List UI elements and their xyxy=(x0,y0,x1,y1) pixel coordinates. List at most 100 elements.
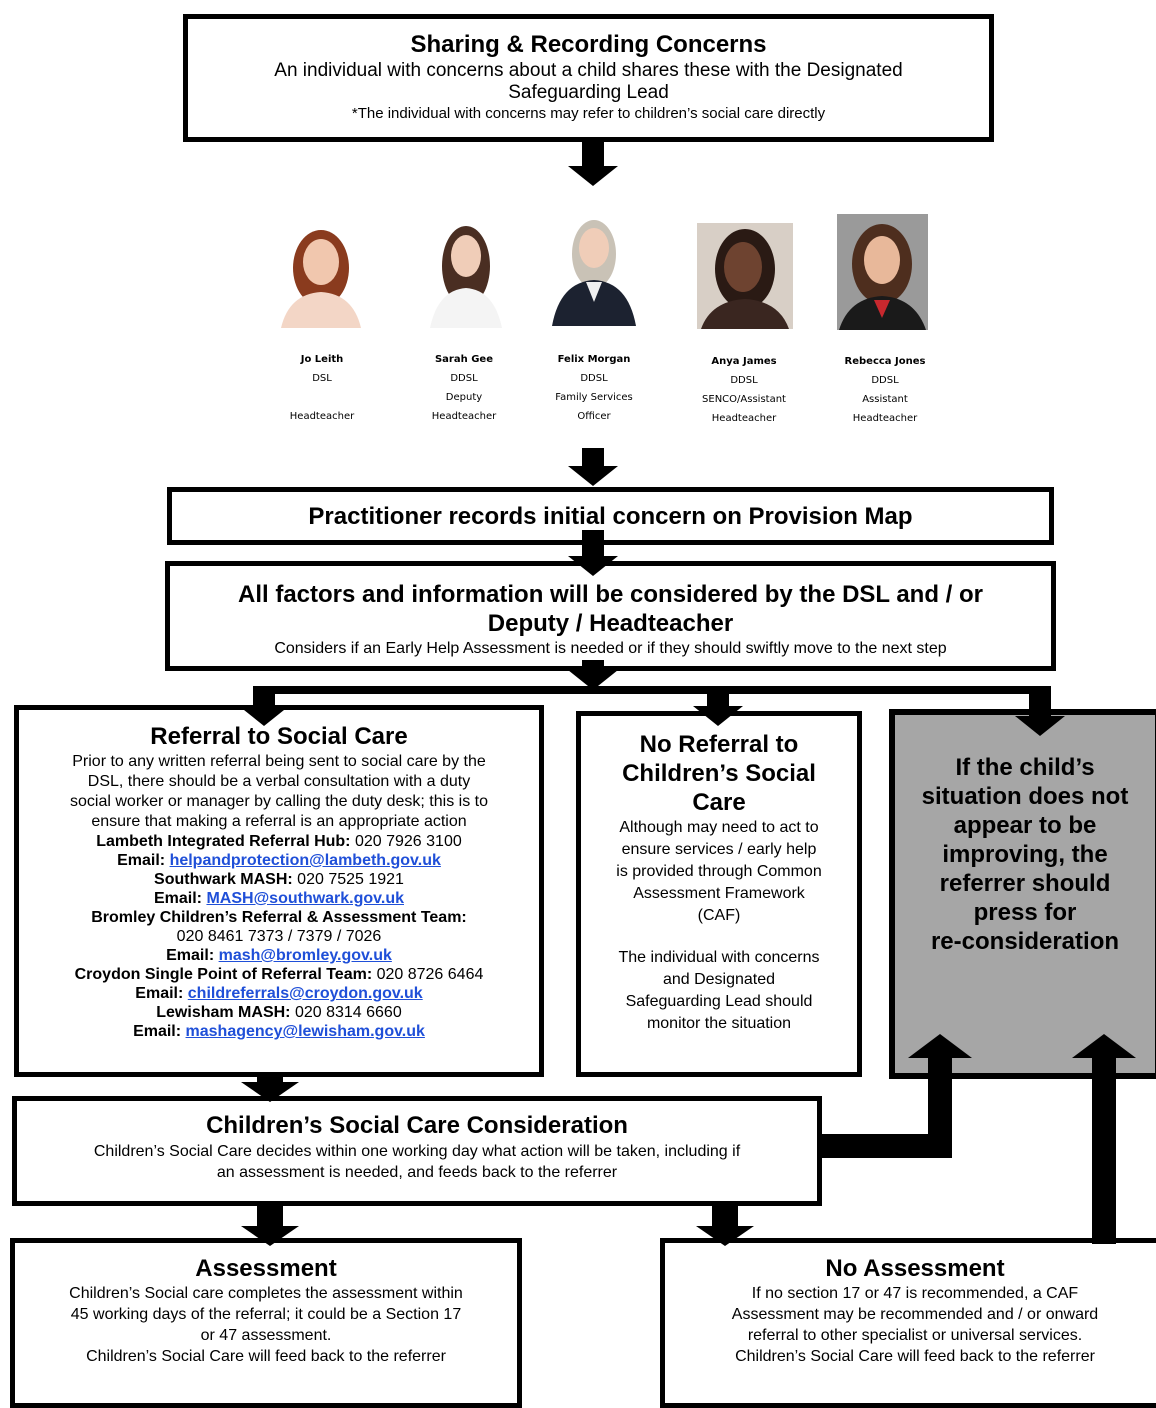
lewisham-phone: 020 8314 6660 xyxy=(294,1004,402,1021)
no-assessment-title: No Assessment xyxy=(825,1255,1005,1282)
lambeth-email-line: Email: helpandprotection@lambeth.gov.uk xyxy=(19,851,539,870)
referral-para: social worker or manager by calling the … xyxy=(70,793,488,810)
no-referral-title: Children’s Social xyxy=(622,760,816,787)
sharing-recording-box: Sharing & Recording Concerns An individu… xyxy=(183,14,994,142)
lambeth-phone: 020 7926 3100 xyxy=(354,833,462,850)
staff-role: DDSL xyxy=(730,375,758,386)
staff-role-detail: SENCO/Assistant xyxy=(702,394,786,405)
staff-role: DDSL xyxy=(871,375,899,386)
southwark-email-line: Email: MASH@southwark.gov.uk xyxy=(19,889,539,908)
dsl-consider-box: All factors and information will be cons… xyxy=(165,561,1056,671)
csc-title: Children’s Social Care Consideration xyxy=(206,1112,628,1139)
staff-name: Jo Leith xyxy=(300,354,344,365)
staff-name: Sarah Gee xyxy=(434,354,493,365)
sharing-title: Sharing & Recording Concerns xyxy=(410,31,767,58)
record-title: Practitioner records initial concern on … xyxy=(308,503,913,530)
staff-photo-5 xyxy=(837,214,928,330)
no-assessment-text: Assessment may be recommended and / or o… xyxy=(731,1306,1099,1323)
arrow-down-3 xyxy=(568,530,618,576)
staff-role-detail: Headteacher xyxy=(711,413,777,424)
staff-name: Felix Morgan xyxy=(557,354,631,365)
no-referral-text: is provided through Common xyxy=(616,863,822,880)
no-referral-title: Care xyxy=(692,789,746,816)
email-label: Email: xyxy=(133,1023,182,1040)
assessment-text: Children’s Social care completes the ass… xyxy=(69,1285,463,1302)
arrow-down-2 xyxy=(568,448,618,486)
reconsider-text: improving, the xyxy=(942,841,1108,868)
arrow-down-4 xyxy=(568,660,618,690)
reconsider-text: If the child’s xyxy=(955,754,1095,781)
email-label: Email: xyxy=(153,890,202,907)
no-referral-monitor: and Designated xyxy=(662,971,776,988)
croydon-phone: 020 8726 6464 xyxy=(376,966,484,983)
southwark-email-link[interactable]: MASH@southwark.gov.uk xyxy=(206,890,404,907)
email-label: Email: xyxy=(117,852,166,869)
staff-role-detail: Officer xyxy=(577,411,611,422)
staff-role-detail: Deputy xyxy=(445,392,483,403)
croydon-email-link[interactable]: childreferrals@croydon.gov.uk xyxy=(187,985,423,1002)
lambeth-contact: Lambeth Integrated Referral Hub: 020 792… xyxy=(19,832,539,851)
staff-role-detail: Family Services xyxy=(555,392,633,403)
assessment-text: Children’s Social Care will feed back to… xyxy=(86,1348,446,1365)
reconsider-box: If the child’s situation does not appear… xyxy=(889,709,1156,1079)
arrow-drop-noreferral xyxy=(693,686,743,726)
no-referral-monitor: monitor the situation xyxy=(646,1015,792,1032)
bromley-email-link[interactable]: mash@bromley.gov.uk xyxy=(218,947,392,964)
bromley-label: Bromley Children’s Referral & Assessment… xyxy=(91,909,467,926)
no-referral-text: (CAF) xyxy=(697,907,741,924)
croydon-email-line: Email: childreferrals@croydon.gov.uk xyxy=(19,984,539,1003)
sharing-note: *The individual with concerns may refer … xyxy=(351,105,826,122)
referral-para: ensure that making a referral is an appr… xyxy=(91,813,467,830)
no-referral-box: No Referral to Children’s Social Care Al… xyxy=(576,711,862,1077)
no-referral-monitor: The individual with concerns xyxy=(618,949,820,966)
reconsider-text: re-consideration xyxy=(930,928,1120,955)
reconsider-text: press for xyxy=(973,899,1077,926)
staff-role-detail: Headteacher xyxy=(431,411,497,422)
no-assessment-text: referral to other specialist or universa… xyxy=(747,1327,1083,1344)
staff-role: DDSL xyxy=(580,373,608,384)
staff-caption-3: Felix Morgan DDSL Family Services Office… xyxy=(532,350,656,426)
no-referral-text: ensure services / early help xyxy=(621,841,817,858)
no-referral-title: No Referral to xyxy=(639,731,799,758)
record-concern-box: Practitioner records initial concern on … xyxy=(167,487,1054,545)
assessment-text: 45 working days of the referral; it coul… xyxy=(70,1306,462,1323)
csc-text: an assessment is needed, and feeds back … xyxy=(216,1164,618,1181)
sharing-line1: An individual with concerns about a chil… xyxy=(274,60,903,81)
arrow-down-1 xyxy=(568,142,618,186)
staff-photo-2 xyxy=(420,210,512,328)
no-assessment-text: If no section 17 or 47 is recommended, a… xyxy=(751,1285,1079,1302)
staff-role-detail: Headteacher xyxy=(289,411,355,422)
bromley-phone: 020 8461 7373 / 7379 / 7026 xyxy=(176,928,382,945)
arrow-drop-reconsider xyxy=(1015,686,1065,736)
no-assessment-box: No Assessment If no section 17 or 47 is … xyxy=(660,1238,1156,1408)
lewisham-email-link[interactable]: mashagency@lewisham.gov.uk xyxy=(185,1023,425,1040)
referral-para: DSL, there should be a verbal consultati… xyxy=(87,773,471,790)
assessment-text: or 47 assessment. xyxy=(200,1327,332,1344)
no-referral-monitor: Safeguarding Lead should xyxy=(625,993,813,1010)
staff-name: Anya James xyxy=(711,356,777,367)
csc-text: Children’s Social Care decides within on… xyxy=(93,1143,741,1160)
staff-role: DSL xyxy=(312,373,332,384)
arrow-noassessment-reconsider xyxy=(1072,1034,1136,1244)
split-bar xyxy=(253,686,1050,694)
staff-role: DDSL xyxy=(450,373,478,384)
no-referral-text: Although may need to act to xyxy=(619,819,819,836)
lewisham-contact: Lewisham MASH: 020 8314 6660 xyxy=(19,1003,539,1022)
consider-title-2: Deputy / Headteacher xyxy=(487,610,734,637)
staff-name: Rebecca Jones xyxy=(844,356,926,367)
lambeth-email-link[interactable]: helpandprotection@lambeth.gov.uk xyxy=(169,852,441,869)
arrow-csc-noassessment xyxy=(696,1202,754,1246)
southwark-label: Southwark MASH: xyxy=(154,871,293,888)
arrow-csc-reconsider xyxy=(818,1034,972,1158)
staff-caption-1: Jo Leith DSL Headteacher xyxy=(260,350,384,426)
lambeth-label: Lambeth Integrated Referral Hub: xyxy=(96,833,351,850)
southwark-contact: Southwark MASH: 020 7525 1921 xyxy=(19,870,539,889)
arrow-drop-referral xyxy=(239,686,289,726)
email-label: Email: xyxy=(166,947,215,964)
staff-photo-4 xyxy=(697,223,793,329)
no-assessment-text: Children’s Social Care will feed back to… xyxy=(735,1348,1095,1365)
croydon-contact: Croydon Single Point of Referral Team: 0… xyxy=(19,965,539,984)
no-referral-text: Assessment Framework xyxy=(633,885,805,902)
arrow-referral-csc xyxy=(241,1072,299,1102)
southwark-phone: 020 7525 1921 xyxy=(297,871,404,888)
